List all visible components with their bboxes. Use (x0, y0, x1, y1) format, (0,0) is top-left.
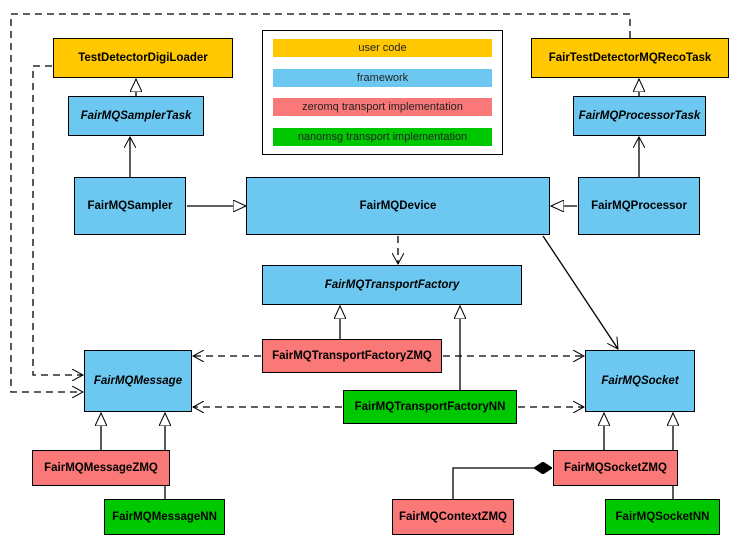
class-label: FairMQProcessorTask (578, 109, 701, 122)
legend-label-nanomsg: nanomsg transport implementation (297, 130, 468, 143)
class-box-fairmqdevice[interactable]: FairMQDevice (246, 177, 550, 235)
class-box-fairmqsampler[interactable]: FairMQSampler (74, 177, 186, 235)
class-label: FairMQProcessor (591, 199, 687, 212)
legend-label-user-code: user code (358, 42, 407, 54)
class-label: FairMQMessageNN (112, 510, 217, 523)
class-label: FairTestDetectorMQRecoTask (548, 51, 712, 64)
class-box-fairmqmessage[interactable]: FairMQMessage (84, 350, 192, 412)
class-label: FairMQSocketZMQ (564, 461, 667, 474)
class-label: FairMQTransportFactoryZMQ (272, 349, 432, 362)
class-box-fairmqsocket[interactable]: FairMQSocket (585, 350, 695, 412)
class-box-fairmqprocessor[interactable]: FairMQProcessor (578, 177, 700, 235)
class-label: FairMQSamplerTask (80, 109, 192, 122)
legend-item-nanomsg: nanomsg transport implementation (273, 127, 492, 146)
class-label: FairMQTransportFactoryNN (354, 400, 506, 413)
class-box-fairmqmessagenn[interactable]: FairMQMessageNN (104, 499, 225, 535)
class-box-fairmqprocessortask[interactable]: FairMQProcessorTask (573, 96, 706, 136)
class-box-fairmqsocketzmq[interactable]: FairMQSocketZMQ (553, 450, 678, 486)
legend-panel: user code framework zeromq transport imp… (262, 30, 503, 155)
class-box-fairmqtransportfactorynn[interactable]: FairMQTransportFactoryNN (343, 390, 517, 424)
legend-label-zeromq: zeromq transport implementation (302, 101, 463, 114)
class-box-fairtestdetectormqrecotask[interactable]: FairTestDetectorMQRecoTask (531, 38, 729, 78)
legend-item-zeromq: zeromq transport implementation (273, 98, 492, 117)
class-label: FairMQMessage (93, 374, 183, 387)
class-box-fairmqtransportfactory[interactable]: FairMQTransportFactory (262, 265, 522, 305)
class-label: FairMQDevice (359, 199, 437, 212)
class-label: FairMQMessageZMQ (44, 461, 158, 474)
class-box-fairmqcontextzmq[interactable]: FairMQContextZMQ (392, 499, 514, 535)
class-box-fairmqsocketnn[interactable]: FairMQSocketNN (605, 499, 720, 535)
legend-item-framework: framework (273, 68, 492, 87)
class-label: FairMQSampler (87, 199, 173, 212)
class-box-fairmqmessagezmq[interactable]: FairMQMessageZMQ (32, 450, 170, 486)
class-label: FairMQSocketNN (615, 510, 710, 523)
class-box-testdetectordigiloader[interactable]: TestDetectorDigiLoader (53, 38, 233, 78)
class-label: FairMQContextZMQ (399, 510, 507, 523)
class-box-fairmqsamplertask[interactable]: FairMQSamplerTask (68, 96, 204, 136)
class-box-fairmqtransportfactoryzmq[interactable]: FairMQTransportFactoryZMQ (262, 339, 442, 373)
class-label: TestDetectorDigiLoader (78, 51, 208, 64)
class-label: FairMQTransportFactory (324, 278, 460, 291)
legend-label-framework: framework (356, 71, 409, 84)
legend-item-user-code: user code (273, 39, 492, 57)
class-label: FairMQSocket (601, 374, 679, 387)
